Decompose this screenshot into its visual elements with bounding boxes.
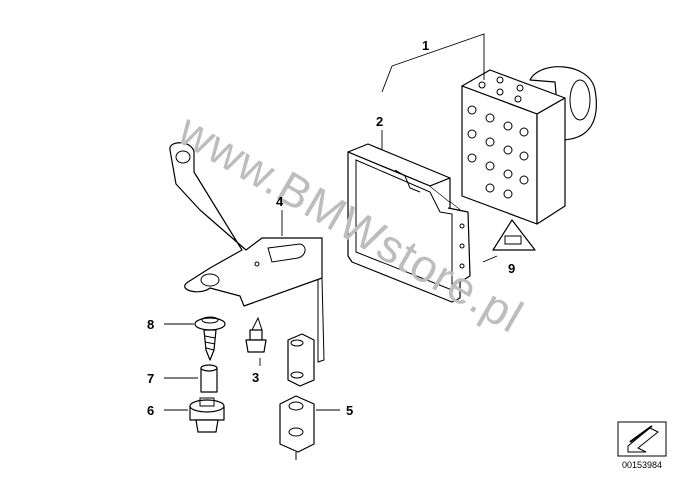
callout-2-control-unit: 2 <box>376 114 383 129</box>
callout-8-screw: 8 <box>147 317 154 332</box>
callout-7-sleeve: 7 <box>147 371 154 386</box>
hydraulic-unit <box>461 66 597 225</box>
rubber-mount <box>279 333 315 460</box>
callout-1-abs-assembly: 1 <box>422 38 429 53</box>
callout-5-rubber-mount: 5 <box>346 403 353 418</box>
callout-4-bracket: 4 <box>276 194 284 209</box>
callout-6-grommet: 6 <box>147 403 154 418</box>
leader-lines <box>164 33 485 411</box>
callout-9-warning-label: 9 <box>508 261 515 276</box>
screw <box>194 316 226 361</box>
sleeve <box>200 364 218 393</box>
callout-3-bolt: 3 <box>252 370 259 385</box>
control-unit <box>347 143 471 303</box>
grommet <box>189 397 225 433</box>
bracket <box>169 142 325 363</box>
direction-icon <box>617 421 667 457</box>
warning-label <box>482 219 536 263</box>
document-number: 00153984 <box>622 460 662 470</box>
bolt <box>245 316 267 353</box>
